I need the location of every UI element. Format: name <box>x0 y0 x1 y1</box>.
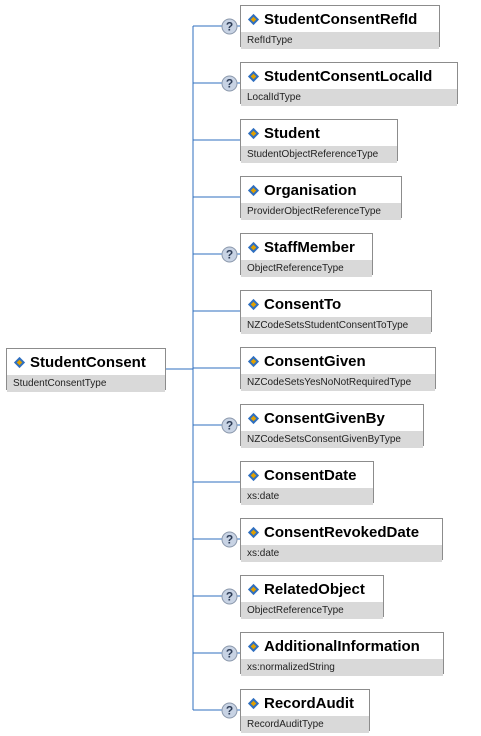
child-element-name: RecordAudit <box>264 694 354 712</box>
svg-text:?: ? <box>226 248 233 262</box>
child-element-node[interactable]: ConsentRevokedDate xs:date <box>240 518 443 562</box>
child-element-header: StudentConsentLocalId <box>241 63 457 89</box>
child-element-header: AdditionalInformation <box>241 633 443 659</box>
svg-text:?: ? <box>226 647 233 661</box>
child-element-header: ConsentDate <box>241 462 373 488</box>
child-element-name: StaffMember <box>264 238 355 256</box>
element-icon <box>247 184 260 196</box>
optional-question-icon: ? <box>221 702 238 719</box>
element-icon <box>247 697 260 709</box>
child-element-header: RecordAudit <box>241 690 369 716</box>
child-element-name: StudentConsentLocalId <box>264 67 433 85</box>
root-element-type: StudentConsentType <box>7 375 165 392</box>
child-element-type: xs:date <box>241 545 442 562</box>
element-icon <box>247 70 260 82</box>
svg-text:?: ? <box>226 419 233 433</box>
svg-text:?: ? <box>226 590 233 604</box>
optional-question-icon: ? <box>221 18 238 35</box>
child-element-type: NZCodeSetsStudentConsentToType <box>241 317 431 334</box>
element-icon <box>247 526 260 538</box>
child-element-name: ConsentGivenBy <box>264 409 385 427</box>
child-element-header: ConsentRevokedDate <box>241 519 442 545</box>
child-element-header: StudentConsentRefId <box>241 6 439 32</box>
child-element-node[interactable]: AdditionalInformation xs:normalizedString <box>240 632 444 676</box>
child-element-header: ConsentGivenBy <box>241 405 423 431</box>
child-element-name: StudentConsentRefId <box>264 10 418 28</box>
element-icon <box>247 298 260 310</box>
element-icon <box>247 127 260 139</box>
svg-text:?: ? <box>226 20 233 34</box>
element-icon <box>13 356 26 368</box>
child-element-type: ObjectReferenceType <box>241 260 372 277</box>
child-element-type: LocalIdType <box>241 89 457 106</box>
root-element-header: StudentConsent <box>7 349 165 375</box>
child-element-type: StudentObjectReferenceType <box>241 146 397 163</box>
child-element-type: NZCodeSetsConsentGivenByType <box>241 431 423 448</box>
optional-question-icon: ? <box>221 417 238 434</box>
child-element-name: AdditionalInformation <box>264 637 420 655</box>
child-element-name: Student <box>264 124 320 142</box>
child-element-header: ConsentGiven <box>241 348 435 374</box>
svg-text:?: ? <box>226 77 233 91</box>
element-icon <box>247 469 260 481</box>
root-element-name: StudentConsent <box>30 353 146 371</box>
svg-text:?: ? <box>226 704 233 718</box>
child-element-name: RelatedObject <box>264 580 365 598</box>
child-element-type: xs:normalizedString <box>241 659 443 676</box>
element-icon <box>247 412 260 424</box>
optional-question-icon: ? <box>221 645 238 662</box>
child-element-header: RelatedObject <box>241 576 383 602</box>
optional-question-icon: ? <box>221 75 238 92</box>
child-element-type: xs:date <box>241 488 373 505</box>
element-icon <box>247 13 260 25</box>
element-icon <box>247 640 260 652</box>
child-element-name: ConsentGiven <box>264 352 366 370</box>
element-icon <box>247 241 260 253</box>
child-element-name: ConsentDate <box>264 466 357 484</box>
child-element-node[interactable]: ConsentDate xs:date <box>240 461 374 505</box>
child-element-header: ConsentTo <box>241 291 431 317</box>
optional-question-icon: ? <box>221 531 238 548</box>
element-icon <box>247 355 260 367</box>
root-element-node[interactable]: StudentConsent StudentConsentType <box>6 348 166 392</box>
child-element-header: Student <box>241 120 397 146</box>
optional-question-icon: ? <box>221 588 238 605</box>
optional-question-icon: ? <box>221 246 238 263</box>
child-element-header: Organisation <box>241 177 401 203</box>
child-element-name: Organisation <box>264 181 357 199</box>
child-element-name: ConsentTo <box>264 295 342 313</box>
svg-text:?: ? <box>226 533 233 547</box>
child-element-type: NZCodeSetsYesNoNotRequiredType <box>241 374 435 391</box>
element-icon <box>247 583 260 595</box>
child-element-type: ObjectReferenceType <box>241 602 383 619</box>
child-element-name: ConsentRevokedDate <box>264 523 420 541</box>
child-element-type: RecordAuditType <box>241 716 369 733</box>
child-element-type: ProviderObjectReferenceType <box>241 203 401 220</box>
child-element-type: RefIdType <box>241 32 439 49</box>
child-element-header: StaffMember <box>241 234 372 260</box>
